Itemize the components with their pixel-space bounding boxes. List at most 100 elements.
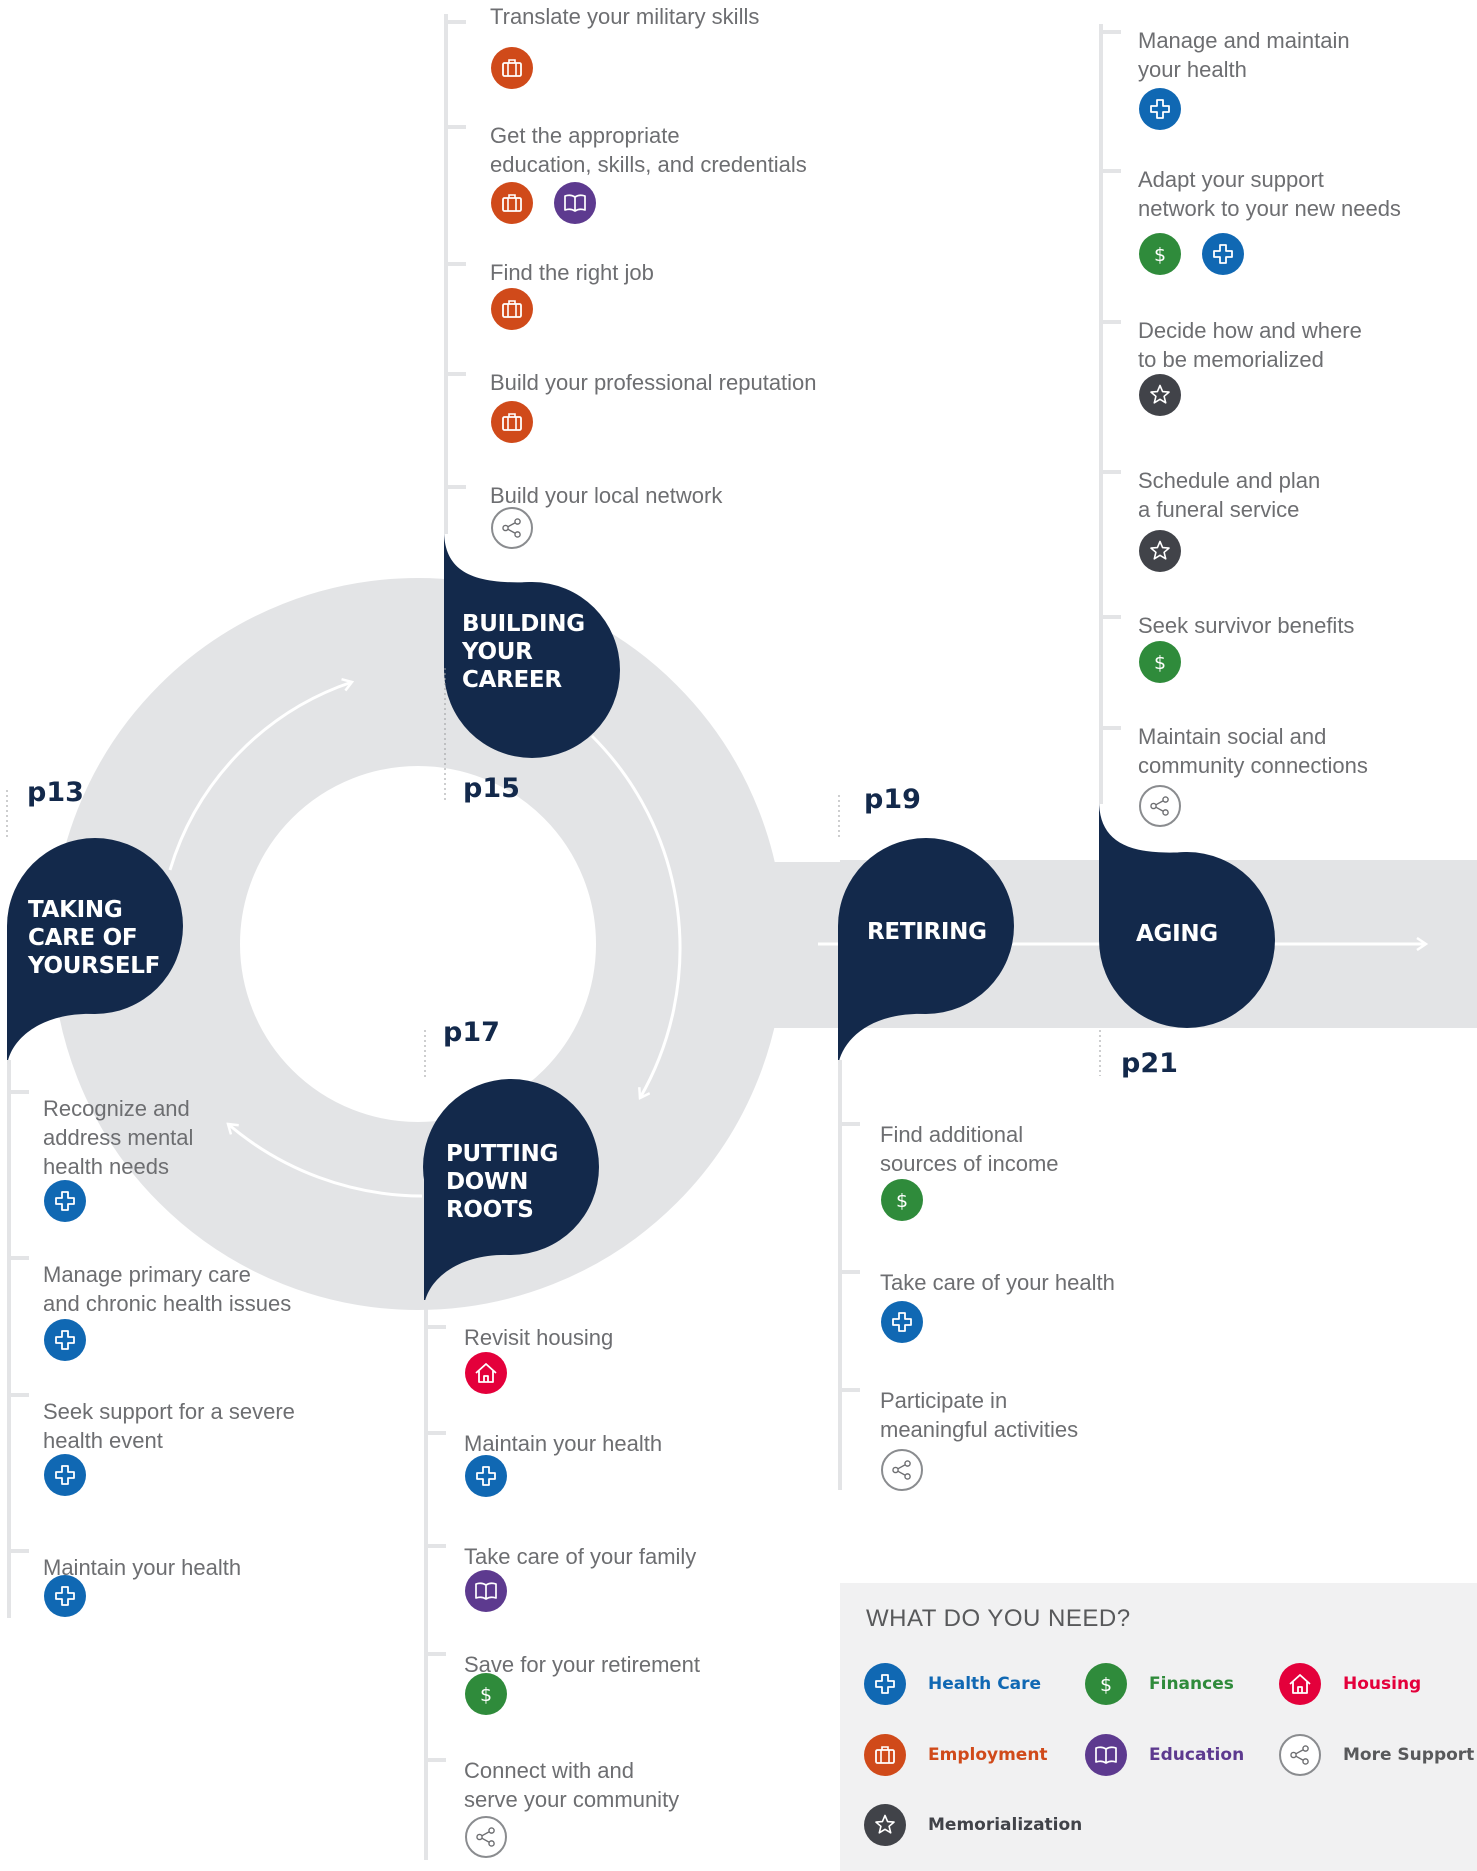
housing-icon (1279, 1663, 1321, 1705)
task-label: Seek support for a severe health event (43, 1399, 295, 1453)
task-label: Revisit housing (464, 1325, 614, 1350)
more-support-icon (881, 1449, 923, 1491)
employment-icon (491, 288, 533, 330)
finances-icon: $ (1085, 1663, 1127, 1705)
stage-title-self: TAKING CARE OF YOURSELF (28, 897, 161, 979)
task-label: Maintain your health (43, 1555, 242, 1580)
task-label: Manage and maintain your health (1138, 28, 1350, 82)
task-label: Decide how and where to be memorialized (1138, 318, 1362, 372)
memorialization-icon (864, 1804, 906, 1846)
task-tick (448, 485, 466, 489)
finances-icon: $ (1139, 641, 1181, 683)
more-support-icon (1139, 785, 1181, 827)
finances-icon: $ (465, 1673, 507, 1715)
task-label: Get the appropriate education, skills, a… (490, 123, 807, 177)
task-tick (11, 1256, 29, 1260)
memorialization-icon (1139, 530, 1181, 572)
stage-title-roots: PUTTING DOWN ROOTS (446, 1141, 559, 1223)
health-care-icon (1202, 233, 1244, 275)
task-tick (428, 1758, 446, 1762)
legend-label: Finances (1149, 1674, 1234, 1694)
svg-text:$: $ (480, 1684, 492, 1706)
task-label: Maintain social and community connection… (1138, 724, 1368, 778)
task-tick (448, 372, 466, 376)
svg-text:$: $ (1154, 244, 1166, 266)
task-tick (448, 125, 466, 129)
legend-label: Memorialization (928, 1815, 1083, 1835)
stage-title-aging: AGING (1136, 921, 1218, 947)
health-care-icon (465, 1455, 507, 1497)
task-label: Connect with and serve your community (464, 1758, 680, 1812)
task-label: Build your professional reputation (490, 370, 817, 395)
legend-panel (840, 1583, 1477, 1871)
memorialization-icon (1139, 374, 1181, 416)
task-tick (11, 1090, 29, 1094)
page-ref-self[interactable]: p13 (27, 777, 84, 808)
task-label: Schedule and plan a funeral service (1138, 468, 1321, 522)
task-tick (842, 1388, 860, 1392)
task-tick (11, 1549, 29, 1553)
page-ref-retiring[interactable]: p19 (864, 784, 921, 815)
task-label: Find the right job (490, 260, 654, 285)
task-tick (1103, 615, 1121, 619)
task-label: Seek survivor benefits (1138, 613, 1355, 638)
health-care-icon (864, 1663, 906, 1705)
task-tick (1103, 470, 1121, 474)
health-care-icon (44, 1454, 86, 1496)
stage-blob-retiring (838, 838, 1014, 1066)
task-tick (842, 1122, 860, 1126)
track-connector (760, 862, 860, 1028)
task-label: Translate your military skills (490, 4, 760, 29)
task-tick (428, 1325, 446, 1329)
page-ref-roots[interactable]: p17 (443, 1017, 500, 1048)
self-task-line (7, 1060, 11, 1618)
education-icon (465, 1570, 507, 1612)
stage-title-retiring: RETIRING (867, 919, 987, 945)
legend-label: Employment (928, 1745, 1048, 1765)
education-icon (1085, 1734, 1127, 1776)
roots-task-line (424, 1300, 428, 1860)
legend-label: Education (1149, 1745, 1245, 1765)
task-label: Recognize and address mental health need… (43, 1096, 194, 1179)
stage-blob-career (444, 530, 620, 758)
svg-text:$: $ (1154, 652, 1166, 674)
page-ref-aging[interactable]: p21 (1121, 1048, 1178, 1079)
more-support-icon (491, 507, 533, 549)
stage-title-career: BUILDING YOUR CAREER (462, 611, 585, 693)
task-label: Take care of your family (464, 1544, 697, 1569)
health-care-icon (44, 1575, 86, 1617)
stage-blob-self (7, 838, 183, 1066)
cycle-arrow-3 (228, 1124, 423, 1198)
svg-text:$: $ (1100, 1674, 1112, 1696)
task-label: Manage primary care and chronic health i… (43, 1262, 292, 1316)
employment-icon (491, 401, 533, 443)
legend-label: Health Care (928, 1674, 1042, 1694)
more-support-icon (1279, 1734, 1321, 1776)
health-care-icon (1139, 88, 1181, 130)
legend-heading: WHAT DO YOU NEED? (866, 1605, 1131, 1632)
task-label: Maintain your health (464, 1431, 663, 1456)
education-icon (554, 182, 596, 224)
task-tick (448, 262, 466, 266)
legend-label: More Support (1343, 1745, 1475, 1765)
legend-label: Housing (1343, 1674, 1422, 1694)
task-tick (842, 1270, 860, 1274)
more-support-icon (465, 1816, 507, 1858)
stage-blob-aging (1099, 800, 1275, 1028)
stage-blob-roots (423, 1079, 599, 1306)
retiring-task-line (838, 1060, 842, 1490)
svg-text:$: $ (896, 1190, 908, 1212)
career-task-line (444, 14, 448, 534)
task-tick (448, 20, 466, 24)
task-tick (1103, 726, 1121, 730)
page-ref-career[interactable]: p15 (463, 773, 520, 804)
task-tick (428, 1652, 446, 1656)
task-tick (1103, 320, 1121, 324)
employment-icon (491, 182, 533, 224)
cycle-arrow-2 (590, 734, 682, 1098)
aging-task-line (1099, 24, 1103, 804)
finances-icon: $ (1139, 233, 1181, 275)
task-label: Adapt your support network to your new n… (1138, 167, 1401, 221)
task-label: Save for your retirement (464, 1652, 700, 1677)
